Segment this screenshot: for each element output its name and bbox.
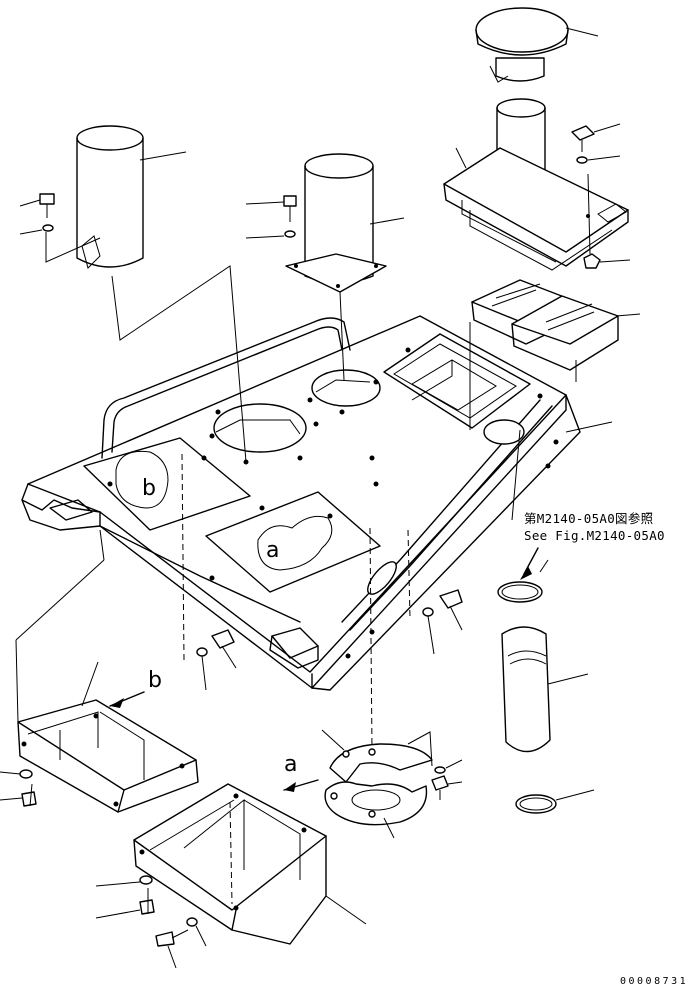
document-number: 00008731 bbox=[620, 976, 689, 987]
view-label-a-upper: a bbox=[266, 538, 280, 563]
view-label-b-upper: b bbox=[142, 476, 156, 501]
lower-cover-b bbox=[0, 529, 199, 813]
reference-note-english: See Fig.M2140-05A0 bbox=[524, 528, 665, 543]
air-cleaner-cap bbox=[475, 7, 599, 83]
front-bolts bbox=[196, 589, 463, 691]
floor-cutouts bbox=[83, 437, 381, 593]
filter-elements bbox=[469, 279, 641, 521]
ring-plates bbox=[283, 729, 463, 839]
reference-note-japanese: 第M2140-05A0図参照 bbox=[524, 511, 654, 526]
duct-center bbox=[245, 153, 405, 381]
reference-arrow bbox=[520, 547, 539, 580]
view-label-b-lower: b bbox=[148, 668, 162, 693]
intake-plate bbox=[443, 98, 631, 271]
duct-left bbox=[19, 125, 247, 463]
hose-and-clamps bbox=[497, 421, 613, 814]
reference-lines bbox=[181, 453, 411, 751]
lower-cover-a bbox=[95, 783, 367, 969]
side-rail bbox=[341, 399, 553, 631]
handrail bbox=[101, 317, 351, 459]
frame-openings bbox=[213, 333, 531, 453]
view-label-a-lower: a bbox=[284, 752, 298, 777]
